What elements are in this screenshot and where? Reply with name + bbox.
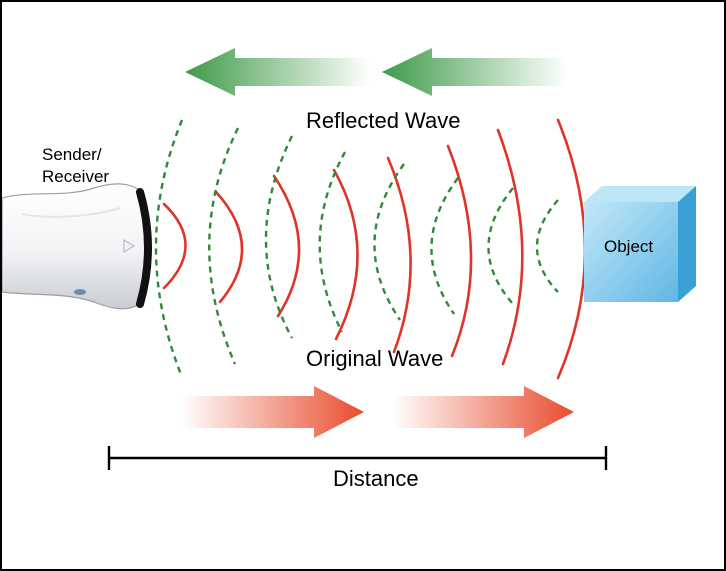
reflected-wave-label: Reflected Wave [306, 108, 461, 133]
reflected-wave-arc-7 [487, 187, 514, 305]
distance-bar [107, 446, 608, 470]
reflected-arrow-1 [185, 48, 370, 96]
sender-receiver-label: Sender/ Receiver [42, 144, 132, 188]
reflected-wave-arc-6 [430, 177, 459, 315]
original-wave-arc-8 [556, 118, 587, 380]
original-wave-arc-5 [386, 156, 412, 354]
reflected-wave-arc-3 [264, 135, 294, 339]
original-wave-arc-1 [162, 202, 187, 290]
original-wave-arc-3 [272, 174, 301, 318]
sender-label-line-2: Receiver [42, 167, 110, 186]
sender-label-line-1: Sender/ [42, 145, 102, 164]
reflected-wave-arc-1 [154, 119, 184, 378]
original-wave-arc-2 [214, 190, 244, 304]
original-wave-label: Original Wave [306, 346, 444, 371]
reflected-wave-arc-5 [373, 163, 405, 321]
original-wave-arc-4 [332, 168, 359, 341]
original-wave-arc-7 [496, 128, 524, 366]
original-arrow-2 [392, 386, 574, 438]
reflected-wave-arc-8 [535, 199, 559, 293]
original-wave-arc-6 [446, 144, 473, 358]
cube-icon [584, 186, 696, 302]
reflected-arrow-2 [382, 48, 567, 96]
object-label: Object [604, 237, 654, 256]
original-arrow-1 [182, 386, 364, 438]
reflected-wave-arc-4 [318, 151, 347, 333]
distance-label: Distance [333, 466, 419, 491]
reflected-wave-arc-2 [208, 127, 240, 365]
ultrasound-transducer-icon [2, 183, 152, 310]
